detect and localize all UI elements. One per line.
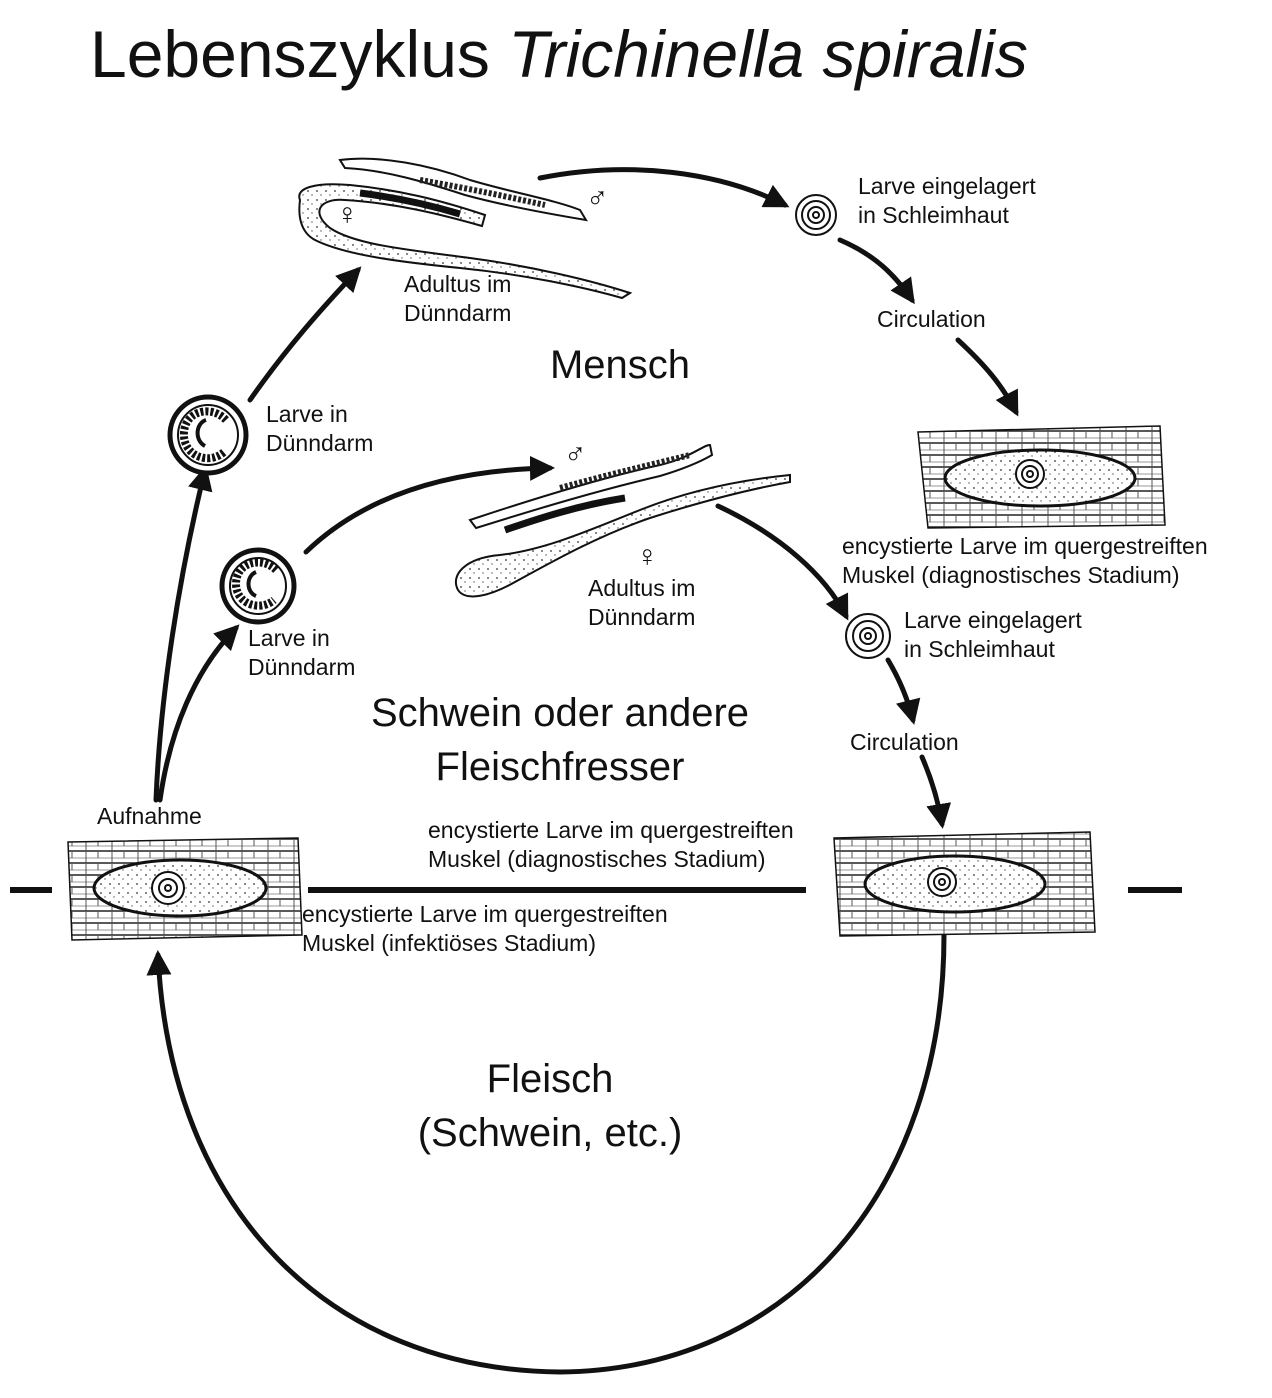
human-adult-label-line2: Dünndarm xyxy=(404,299,512,326)
animal-larva-label-line2: Dünndarm xyxy=(248,653,356,680)
meat-heading-line1: Fleisch xyxy=(486,1057,614,1101)
human-intestine-larva-illustration xyxy=(167,394,249,476)
animal-adult-label-line1: Adultus im xyxy=(588,575,696,601)
title-main: Lebenszyklus xyxy=(90,17,490,91)
diagram-title: Lebenszyklus Trichinella spiralis xyxy=(90,18,1028,91)
animal-mucosa-label: Larve eingelagert in Schleimhaut xyxy=(904,606,1082,664)
host-animal-heading: Schwein oder andere Fleischfresser xyxy=(330,686,790,794)
arrow-animal-larva-to-adult xyxy=(303,455,555,555)
human-female-symbol: ♀ xyxy=(336,198,359,231)
animal-intestine-larva-illustration xyxy=(219,547,297,625)
animal-cyst-label-line2: Muskel (diagnostisches Stadium) xyxy=(428,845,766,872)
animal-adult-label: Adultus im Dünndarm xyxy=(588,574,695,632)
host-animal-heading-line2: Fleischfresser xyxy=(435,745,685,789)
host-human-heading: Mensch xyxy=(549,343,691,387)
animal-mucosa-label-line1: Larve eingelagert xyxy=(904,607,1082,633)
infective-cyst-label-line2: Muskel (infektiöses Stadium) xyxy=(302,929,596,956)
animal-adult-worms-illustration xyxy=(455,444,791,598)
human-cyst-label-line2: Muskel (diagnostisches Stadium) xyxy=(842,561,1180,588)
animal-larva-label-line1: Larve in xyxy=(248,625,330,651)
infective-cyst-label-line1: encystierte Larve im quergestreiften xyxy=(302,901,668,927)
human-adult-worms-illustration xyxy=(298,157,633,300)
animal-circulation-label: Circulation xyxy=(850,729,959,755)
human-mucosa-label-line1: Larve eingelagert xyxy=(858,173,1036,199)
meat-heading: Fleisch (Schwein, etc.) xyxy=(380,1052,720,1160)
animal-cyst-label-line1: encystierte Larve im quergestreiften xyxy=(428,817,794,843)
ingestion-label: Aufnahme xyxy=(97,803,202,829)
host-animal-heading-line1: Schwein oder andere xyxy=(370,691,750,735)
title-species: Trichinella spiralis xyxy=(508,17,1028,91)
human-mucosa-label: Larve eingelagert in Schleimhaut xyxy=(858,172,1036,230)
meat-heading-line2: (Schwein, etc.) xyxy=(417,1111,683,1155)
animal-mucosa-larva-illustration xyxy=(845,613,891,659)
infective-cyst-label: encystierte Larve im quergestreiften Mus… xyxy=(302,900,668,958)
arrow-animal-circulation-to-cyst xyxy=(919,754,952,829)
human-cyst-label-line1: encystierte Larve im quergestreiften xyxy=(842,533,1208,559)
human-cyst-label: encystierte Larve im quergestreiften Mus… xyxy=(842,532,1208,590)
human-adult-label-line1: Adultus im xyxy=(404,271,512,297)
human-larva-label-line2: Dünndarm xyxy=(266,429,374,456)
human-larva-label: Larve in Dünndarm xyxy=(266,400,373,458)
human-muscle-cyst-illustration xyxy=(917,425,1166,529)
animal-muscle-cyst-illustration xyxy=(833,831,1096,937)
human-mucosa-larva-illustration xyxy=(795,194,837,236)
animal-larva-label: Larve in Dünndarm xyxy=(248,624,355,682)
arrow-human-mucosa-to-circulation xyxy=(837,237,915,305)
arrow-human-adult-to-mucosa xyxy=(537,167,790,208)
arrow-ingestion-to-human-larva xyxy=(153,465,213,803)
arrow-animal-adult-to-mucosa xyxy=(715,503,849,621)
animal-female-symbol: ♀ xyxy=(636,540,659,573)
arrow-meat-cycle xyxy=(146,932,947,1375)
infective-muscle-cyst-illustration xyxy=(67,837,303,941)
human-circulation-label: Circulation xyxy=(877,306,986,332)
human-mucosa-label-line2: in Schleimhaut xyxy=(858,201,1009,228)
arrow-ingestion-to-animal-larva xyxy=(157,624,240,803)
arrow-human-larva-to-adult xyxy=(247,266,362,403)
human-male-symbol: ♂ xyxy=(586,182,609,215)
animal-cyst-label: encystierte Larve im quergestreiften Mus… xyxy=(428,816,794,874)
arrow-human-circulation-to-cyst xyxy=(955,337,1019,417)
human-adult-label: Adultus im Dünndarm xyxy=(404,270,511,328)
animal-male-symbol: ♂ xyxy=(564,438,587,471)
arrow-animal-mucosa-to-circulation xyxy=(885,657,921,725)
animal-mucosa-label-line2: in Schleimhaut xyxy=(904,635,1055,662)
human-larva-label-line1: Larve in xyxy=(266,401,348,427)
animal-adult-label-line2: Dünndarm xyxy=(588,603,696,630)
